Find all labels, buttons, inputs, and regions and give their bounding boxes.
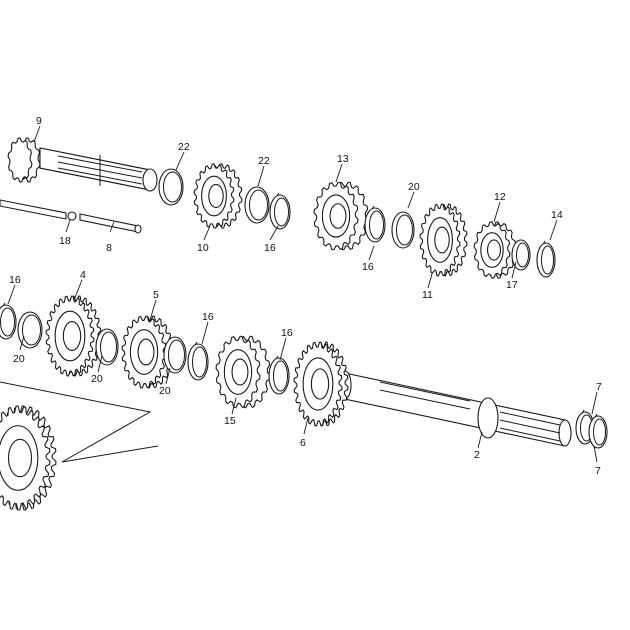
circlip-part-16	[187, 341, 209, 381]
callout-16: 16	[281, 327, 293, 339]
washer-part-20	[163, 336, 187, 374]
washer-part-17	[511, 239, 531, 271]
circlip-part-16	[269, 192, 291, 230]
circlip-part-16	[0, 302, 17, 340]
callout-16: 16	[202, 311, 214, 323]
gear-part-4	[45, 295, 102, 377]
gear-part-13	[313, 181, 369, 251]
gear-partial-bottom-left	[0, 405, 57, 511]
circlip-part-14	[536, 240, 556, 278]
gear-part-5	[121, 315, 174, 389]
callout-12: 12	[494, 191, 506, 203]
callout-labels: 9 22 22 13 20 12 14 10 16 16 11 17 18 8 …	[9, 115, 602, 477]
callout-13: 13	[337, 153, 349, 165]
spacer-part-22	[244, 186, 270, 224]
washer-part-20	[95, 328, 119, 366]
gear-part-12	[473, 221, 517, 279]
washer-part-20	[17, 311, 43, 349]
callout-16: 16	[264, 242, 276, 254]
callout-16: 16	[362, 261, 374, 273]
callout-7: 7	[595, 465, 601, 477]
reference-outline	[0, 381, 159, 463]
callout-8: 8	[106, 242, 112, 254]
input-shaft-part-9	[39, 147, 158, 192]
callout-14: 14	[551, 209, 563, 221]
callout-22: 22	[178, 141, 190, 153]
callout-20: 20	[91, 373, 103, 385]
spacer-part-22	[158, 168, 184, 206]
rod-part-18	[0, 199, 77, 221]
callout-6: 6	[300, 437, 306, 449]
callout-22: 22	[258, 155, 270, 167]
callout-11: 11	[422, 289, 433, 301]
output-shaft-part-2	[338, 370, 572, 447]
circlip-part-7	[588, 413, 608, 449]
gear-part-15	[215, 335, 271, 409]
leader-lines	[7, 125, 598, 463]
callout-2: 2	[474, 449, 480, 461]
callout-7: 7	[596, 381, 602, 393]
pinion-part-9	[7, 137, 41, 183]
callout-10: 10	[197, 242, 209, 254]
callout-4: 4	[80, 269, 86, 281]
gear-part-10	[193, 163, 243, 229]
rod-part-8	[79, 213, 142, 234]
callout-5: 5	[153, 289, 159, 301]
gear-part-11	[419, 203, 468, 277]
callout-16: 16	[9, 274, 21, 286]
callout-15: 15	[224, 415, 236, 427]
callout-20: 20	[159, 385, 171, 397]
callout-9: 9	[36, 115, 42, 127]
callout-17: 17	[506, 279, 518, 291]
circlip-part-16	[364, 205, 386, 243]
callout-20: 20	[13, 353, 25, 365]
callout-20: 20	[408, 181, 420, 193]
circlip-part-16	[268, 355, 290, 395]
gear-part-6	[293, 341, 349, 427]
washer-part-20	[391, 211, 415, 249]
callout-18: 18	[59, 235, 71, 247]
